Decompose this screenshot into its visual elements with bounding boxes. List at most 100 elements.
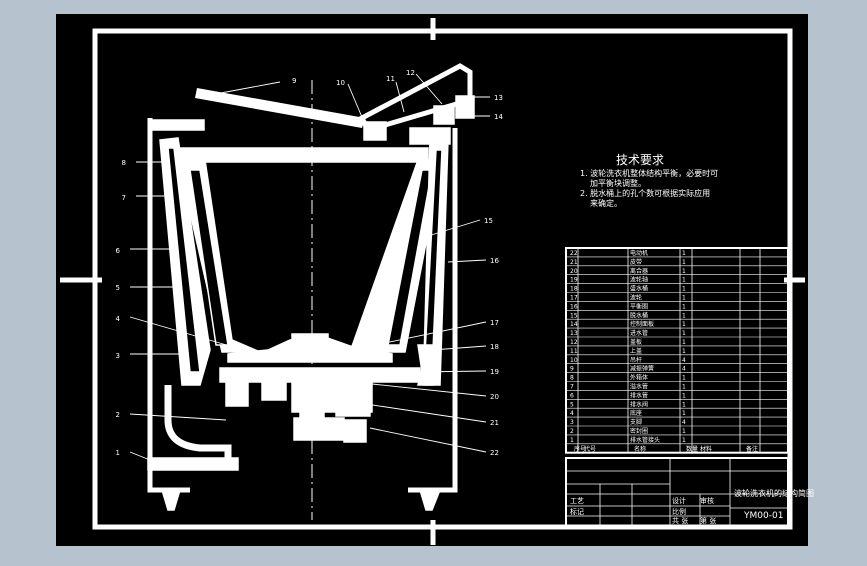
parts-cell: 5 <box>570 401 574 408</box>
parts-cell: 底座 <box>630 409 642 417</box>
part-number-label-2: 2 <box>116 411 120 419</box>
inlet-valve-2 <box>455 95 475 119</box>
parts-cell: 波轮轴 <box>630 276 648 284</box>
leader-line-20 <box>371 383 487 397</box>
part-number-label-20: 20 <box>490 393 499 401</box>
part-number-label-22: 22 <box>490 449 499 457</box>
tb-label-1: 设计 <box>672 496 686 505</box>
leader-line-15 <box>427 219 481 237</box>
parts-cell: 1 <box>682 375 686 382</box>
title-text: 波轮洗衣机的结构简图 <box>734 488 814 498</box>
parts-cell: 排水阀 <box>630 400 648 408</box>
parts-cell: 外箱体 <box>630 374 648 382</box>
leader-line-16 <box>447 259 487 263</box>
lid <box>195 88 365 128</box>
parts-cell: 盛水桶 <box>630 285 648 293</box>
tub-top-right <box>409 127 451 145</box>
parts-cell: 离合器 <box>630 267 648 275</box>
parts-cell: 4 <box>682 357 686 364</box>
tb-label-2: 审核 <box>700 496 714 505</box>
part-number-label-5: 5 <box>116 284 120 292</box>
leader-line-1 <box>129 451 151 461</box>
parts-cell: 20 <box>570 268 578 275</box>
parts-cell: 16 <box>570 303 578 310</box>
part-number-label-10: 10 <box>336 79 345 87</box>
parts-header-cell: 备注 <box>746 445 758 453</box>
tech-line-2: 加平衡块调整。 <box>590 178 646 188</box>
parts-cell: 4 <box>570 410 574 417</box>
parts-cell: 电动机 <box>630 249 648 257</box>
parts-cell: 1 <box>682 339 686 346</box>
parts-cell: 脱水桶 <box>630 311 648 319</box>
parts-cell: 减振弹簧 <box>630 365 654 373</box>
leader-line-12 <box>415 73 443 105</box>
leader-line-4 <box>129 316 231 347</box>
parts-cell: 1 <box>682 401 686 408</box>
parts-cell: 14 <box>570 321 578 328</box>
parts-cell: 1 <box>682 410 686 417</box>
parts-cell: 1 <box>570 437 574 444</box>
parts-cell: 1 <box>682 250 686 257</box>
parts-header-cell: 代号 <box>584 445 596 453</box>
parts-cell: 1 <box>682 348 686 355</box>
drain-outlet <box>147 457 239 471</box>
part-number-label-3: 3 <box>116 352 120 360</box>
leader-line-10 <box>347 83 365 123</box>
motor-housing <box>293 417 345 441</box>
part-number-label-19: 19 <box>490 368 499 376</box>
part-number-label-11: 11 <box>386 75 395 83</box>
parts-cell: 盖板 <box>630 338 642 346</box>
tech-line-3: 2. 脱水桶上的孔个数可根据实际应用 <box>580 188 710 198</box>
parts-cell: 22 <box>570 250 578 257</box>
inlet-valve <box>433 105 455 125</box>
tb-label-7: 第 张 <box>700 516 716 525</box>
leader-line-11 <box>395 81 405 113</box>
title-block: 波轮洗衣机的结构简图 YM00-01 设计 审核 工艺 标记 比例 共 张 第 … <box>565 457 814 527</box>
tb-label-6: 共 张 <box>672 516 688 525</box>
centering-marks <box>60 18 805 545</box>
parts-cell: 1 <box>682 384 686 391</box>
leader-line-2 <box>129 413 227 421</box>
tech-requirements: 技术要求 1. 波轮洗衣机整体结构平衡，必要时可 加平衡块调整。 2. 脱水桶上… <box>580 153 718 208</box>
leader-line-18 <box>431 345 487 351</box>
part-number-label-21: 21 <box>490 419 499 427</box>
parts-cell: 15 <box>570 312 578 319</box>
part-number-label-7: 7 <box>122 194 126 202</box>
part-number-label-13: 13 <box>494 94 503 102</box>
part-number-label-16: 16 <box>490 257 499 265</box>
tub-bottom <box>219 367 421 383</box>
parts-cell: 1 <box>682 286 686 293</box>
parts-cell: 1 <box>682 428 686 435</box>
parts-header-cell: 名称 <box>634 445 646 453</box>
leader-line-9 <box>209 81 281 96</box>
parts-cell: 1 <box>682 277 686 284</box>
parts-cell: 波轮 <box>630 294 642 302</box>
parts-cell: 4 <box>682 419 686 426</box>
part-number-label-17: 17 <box>490 319 499 327</box>
parts-cell: 17 <box>570 295 578 302</box>
part-number-label-1: 1 <box>116 449 120 457</box>
parts-cell: 支脚 <box>630 418 642 426</box>
part-number-label-6: 6 <box>116 247 121 255</box>
parts-cell: 1 <box>682 268 686 275</box>
tb-label-5: 比例 <box>672 507 686 516</box>
pulsator-hub <box>291 333 329 347</box>
parts-cell: 1 <box>682 312 686 319</box>
part-number-label-8: 8 <box>122 159 126 167</box>
foot-right <box>418 489 442 511</box>
parts-cell: 19 <box>570 277 578 284</box>
parts-cell: 2 <box>570 428 574 435</box>
pulsator <box>227 335 393 363</box>
parts-cell: 10 <box>570 357 578 364</box>
parts-cell: 6 <box>570 392 574 399</box>
parts-cell: 8 <box>570 375 574 382</box>
part-number-label-15: 15 <box>484 217 493 225</box>
tb-label-4: 标记 <box>570 507 584 516</box>
gearbox <box>335 391 371 417</box>
parts-cell: 平衡圈 <box>630 302 648 310</box>
parts-cell: 9 <box>570 366 574 373</box>
leader-line-22 <box>369 427 487 453</box>
